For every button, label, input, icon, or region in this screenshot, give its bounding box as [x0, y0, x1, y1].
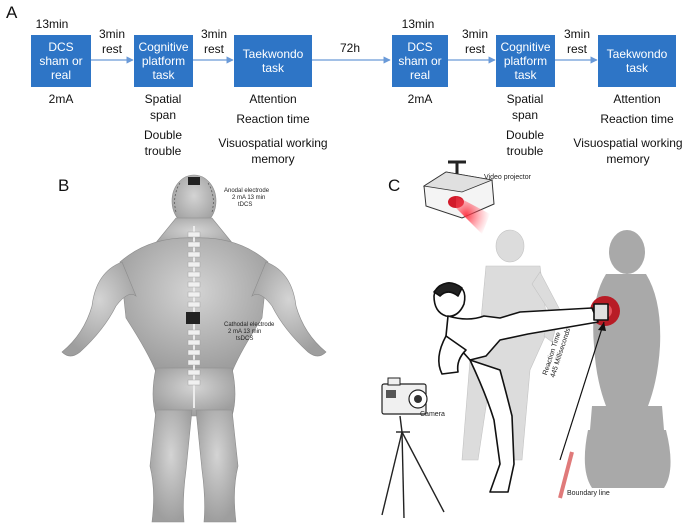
cognitive-task-1-left: Spatial span	[144, 92, 182, 122]
boundary-label: Boundary line	[567, 490, 610, 497]
taekwondo-measure-2-left: Reaction time	[236, 112, 310, 126]
box-dcs-right: DCS sham or real	[392, 35, 448, 87]
panel-label-c: C	[388, 176, 401, 195]
gap-72h: 72h	[339, 41, 361, 55]
taekwondo-measure-3-left: Visuospatial working memory	[218, 136, 328, 166]
panel-label-b: B	[58, 176, 70, 195]
duration-dcs-left: 13min	[35, 17, 69, 31]
punching-dummy	[584, 230, 671, 488]
kicking-athlete	[433, 282, 609, 493]
cognitive-task-2-right: Double trouble	[505, 128, 545, 158]
box-cognitive-left: Cognitive platform task	[134, 35, 193, 87]
projector-label: Video projector	[484, 174, 531, 181]
rest-label-1: 3min rest	[98, 27, 125, 56]
projector-icon	[422, 160, 495, 234]
rest-label-2: 3min rest	[200, 27, 227, 56]
cognitive-task-1-right: Spatial span	[506, 92, 544, 122]
cathodal-electrode-label: Cathodal electrode 2 mA 13 min tsDCS	[224, 322, 275, 342]
tripod-icon	[381, 415, 445, 519]
taekwondo-measure-1-left: Attention	[249, 92, 297, 106]
dcs-intensity-right: 2mA	[407, 92, 433, 106]
rest-label-3: 3min rest	[461, 27, 488, 56]
box-dcs-left: DCS sham or real	[31, 35, 91, 87]
cathodal-electrode	[186, 312, 200, 324]
panel-label-a: A	[6, 3, 18, 22]
taekwondo-measure-1-right: Attention	[613, 92, 661, 106]
taekwondo-measure-3-right: Visuospatial working memory	[573, 136, 683, 166]
dcs-intensity-left: 2mA	[48, 92, 74, 106]
cognitive-task-2-left: Double trouble	[143, 128, 183, 158]
duration-dcs-right: 13min	[401, 17, 435, 31]
box-taekwondo-left: Taekwondo task	[234, 35, 312, 87]
rest-label-4: 3min rest	[563, 27, 590, 56]
boundary-line	[558, 451, 574, 499]
camera-icon	[381, 377, 428, 415]
reaction-arrow	[559, 321, 605, 461]
box-cognitive-right: Cognitive platform task	[496, 35, 555, 87]
taekwondo-measure-2-right: Reaction time	[600, 112, 674, 126]
anodal-electrode	[188, 177, 200, 185]
camera-label: Camera	[420, 411, 445, 418]
box-taekwondo-right: Taekwondo task	[598, 35, 676, 87]
anodal-electrode-label: Anodal electrode 2 mA 13 min tDCS	[224, 188, 270, 208]
